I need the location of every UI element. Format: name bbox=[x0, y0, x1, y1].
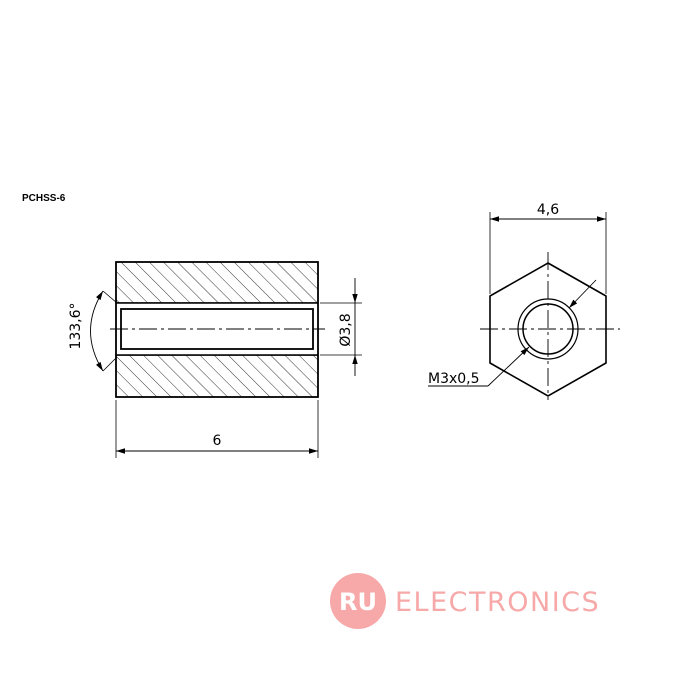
thread-leader-upper bbox=[568, 279, 597, 309]
bottom-wall-section bbox=[115, 354, 319, 398]
thread-label: M3x0,5 bbox=[428, 371, 480, 387]
bore-diameter-label: Ø3,8 bbox=[338, 313, 354, 346]
length-dimension-label: 6 bbox=[213, 433, 222, 449]
part-number-label: PCHSS-6 bbox=[22, 193, 66, 204]
side-view: 6 Ø3,8 133,6° bbox=[68, 261, 362, 458]
angle-label: 133,6° bbox=[68, 302, 84, 349]
thread-leader-lower bbox=[487, 346, 530, 387]
end-view: 4,6 M3x0,5 bbox=[428, 202, 620, 400]
hex-width-label: 4,6 bbox=[537, 202, 559, 218]
logo-mark-text: RU bbox=[339, 588, 377, 616]
body-outline bbox=[115, 261, 319, 398]
thread-minor-circle bbox=[522, 303, 574, 355]
angle-leader-bottom bbox=[102, 356, 118, 372]
angle-leader-top bbox=[102, 290, 118, 304]
hex-outline bbox=[489, 262, 607, 397]
logo-wordmark: ELECTRONICS bbox=[395, 587, 600, 618]
logo-circle bbox=[330, 573, 386, 629]
watermark-logo: RU ELECTRONICS bbox=[330, 573, 600, 629]
top-wall-section bbox=[115, 261, 319, 304]
angle-arc bbox=[90, 290, 104, 372]
thread-major-circle bbox=[517, 298, 579, 360]
